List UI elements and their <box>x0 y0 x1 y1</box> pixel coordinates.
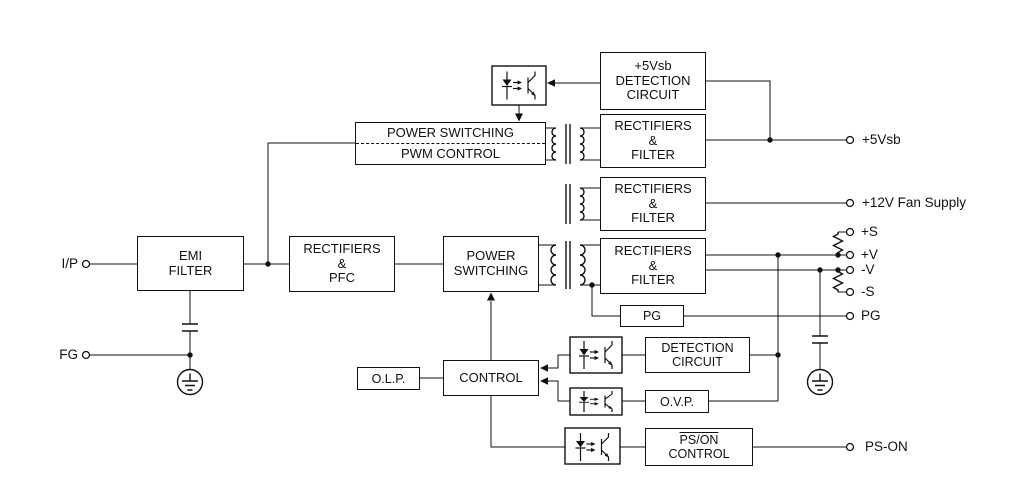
box-label: CONTROL <box>459 369 523 385</box>
box-rectifiers-filter-5vsb: RECTIFIERS & FILTER <box>600 114 706 168</box>
label-fan-supply: +12V Fan Supply <box>862 195 966 210</box>
box-rectifiers-pfc: RECTIFIERS & PFC <box>289 236 395 292</box>
label-plus-s: +S <box>861 224 878 239</box>
box-label: & <box>648 257 658 273</box>
terminal-fg <box>81 350 91 360</box>
transformer-fan-winding-icon <box>565 184 585 224</box>
terminal-pg <box>845 311 855 321</box>
box-ovp: O.V.P. <box>645 390 709 413</box>
dashed-divider <box>356 143 545 144</box>
box-label: DETECTION <box>615 72 691 88</box>
box-label: O.L.P. <box>371 371 406 386</box>
arrowhead <box>540 364 548 372</box>
box-pwm-control: POWER SWITCHING PWM CONTROL <box>355 122 546 165</box>
terminal-minus-v <box>845 265 855 275</box>
box-label: O.V.P. <box>659 394 695 409</box>
wire-sense-bus <box>709 255 779 402</box>
box-olp: O.L.P. <box>357 367 420 390</box>
box-label: +5Vsb <box>634 58 672 74</box>
box-label: RECTIFIERS <box>614 243 692 259</box>
box-label: CIRCUIT <box>672 355 723 369</box>
earth-ground-icon <box>176 368 204 396</box>
label-ps-on: PS-ON <box>865 439 908 454</box>
transformer-main-icon <box>550 241 586 289</box>
box-label: EMI <box>178 247 203 263</box>
box-control: CONTROL <box>443 360 539 396</box>
wire-winding-to-rect-fan <box>580 187 600 221</box>
terminal-minus-s <box>845 287 855 297</box>
box-label: PFC <box>329 270 355 286</box>
box-rectifiers-filter-main: RECTIFIERS & FILTER <box>600 238 706 294</box>
terminal-plus-s <box>845 227 855 237</box>
wire-secondary-to-rect-5vsb <box>580 127 600 161</box>
wire-control-to-opto-pson <box>490 396 565 448</box>
box-label: & <box>648 132 658 148</box>
junction-dots <box>187 137 841 358</box>
box-label: RECTIFIERS <box>614 181 692 197</box>
wire-secondary-to-rect-main <box>580 244 600 286</box>
box-label: FILTER <box>631 210 675 226</box>
label-minus-s: -S <box>861 284 875 299</box>
box-power-switching: POWER SWITCHING <box>443 236 539 292</box>
terminal-5vsb <box>845 135 855 145</box>
transformer-5vsb-icon <box>551 124 585 164</box>
resistor-icon <box>831 232 845 255</box>
box-rectifiers-filter-fan: RECTIFIERS & FILTER <box>600 177 706 231</box>
box-5vsb-detection: +5Vsb DETECTION CIRCUIT <box>600 52 706 110</box>
resistor-icon <box>831 270 845 292</box>
capacitor-icon <box>182 323 198 332</box>
terminal-plus-v <box>845 250 855 260</box>
label-plus-v: +V <box>861 247 878 262</box>
box-label: PS/ON <box>679 433 719 447</box>
box-label: PWM CONTROL <box>401 145 500 161</box>
box-label: & <box>337 255 347 271</box>
arrowhead <box>487 292 495 301</box>
arrowhead <box>540 377 548 385</box>
box-pg: PG <box>620 305 684 327</box>
box-label: FILTER <box>168 262 213 278</box>
box-label: DETECTION <box>661 341 734 355</box>
label-frame-ground: FG <box>59 347 78 362</box>
terminal-fan <box>845 198 855 208</box>
wire-psw-to-transformer <box>539 244 556 286</box>
optocoupler-box <box>569 336 623 374</box>
box-detection-circuit: DETECTION CIRCUIT <box>645 337 750 373</box>
arrowhead <box>515 113 523 122</box>
wire-opto-ovp-to-control <box>548 380 570 402</box>
box-label: CIRCUIT <box>626 87 680 103</box>
box-label: SWITCHING <box>453 263 529 278</box>
label-5vsb: +5Vsb <box>862 132 901 147</box>
optocoupler-box <box>491 65 547 106</box>
box-label: POWER SWITCHING <box>386 124 515 140</box>
box-label: CONTROL <box>668 447 730 461</box>
box-label: POWER <box>466 248 516 264</box>
box-emi-filter: EMI FILTER <box>137 236 244 291</box>
box-label: RECTIFIERS <box>614 118 692 134</box>
label-pg: PG <box>861 308 881 323</box>
arrowhead <box>547 79 555 87</box>
label-minus-v: -V <box>861 262 875 277</box>
wire-opto-det-to-control <box>548 354 570 369</box>
capacitor-icon <box>812 335 828 344</box>
wire-pg-tap <box>591 285 620 317</box>
wire-node-to-pwm <box>267 142 355 264</box>
box-pson-control: PS/ON CONTROL <box>645 428 753 466</box>
wire-5vsb-to-detection <box>706 80 771 140</box>
box-label: RECTIFIERS <box>303 241 381 257</box>
earth-ground-icon <box>806 368 834 396</box>
terminal-pson <box>845 442 855 452</box>
box-label: FILTER <box>631 272 675 288</box>
box-label: FILTER <box>631 147 675 163</box>
box-label: & <box>648 195 658 211</box>
box-label: PG <box>642 309 662 323</box>
label-input: I/P <box>61 256 78 271</box>
optocoupler-box <box>569 387 623 416</box>
optocoupler-box <box>564 427 621 465</box>
terminal-ip <box>81 259 91 269</box>
